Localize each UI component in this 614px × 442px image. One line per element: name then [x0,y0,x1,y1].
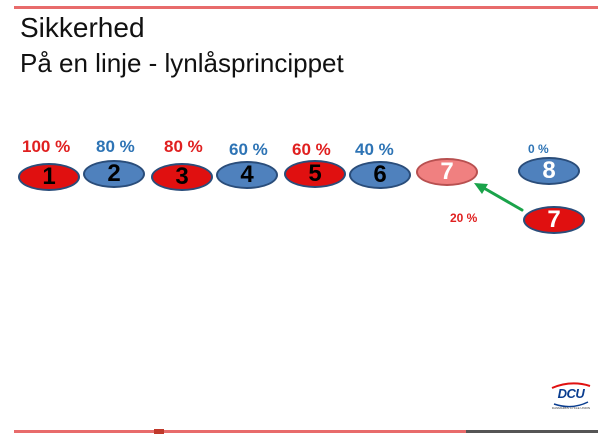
rider-5-percent: 60 % [292,140,331,159]
rider-7-slot: 7 [416,158,478,186]
logo-swoosh-icon [551,382,591,408]
slide-subtitle: På en linje - lynlåsprincippet [20,48,344,78]
logo-subtext: DANMARKS CYKLE UNION [551,406,591,410]
bottom-bar-tick [154,429,164,434]
rider-4-percent: 60 % [229,140,268,159]
rider-3: 3 [151,163,213,191]
rider-5: 5 [284,160,346,188]
rider-8: 8 [518,157,580,185]
logo-text: DCU [557,386,585,401]
merge-arrow-icon [474,183,524,212]
rider-1: 1 [18,163,80,191]
rider-2: 2 [83,160,145,188]
slide-title: Sikkerhed [20,12,145,43]
rider-7-joining: 7 [523,206,585,234]
bottom-accent-bar [14,429,466,434]
bottom-grey-bar [466,430,598,433]
dcu-logo: DCU DANMARKS CYKLE UNION [548,380,594,418]
top-accent-bar [14,6,598,9]
rider-1-percent: 100 % [22,137,71,156]
rider-2-percent: 80 % [96,137,135,156]
rider-8-percent: 0 % [528,142,549,156]
rider-6: 6 [349,161,411,189]
joining-rider-percent: 20 % [450,211,478,225]
rider-4: 4 [216,161,278,189]
rider-6-percent: 40 % [355,140,394,159]
rider-3-percent: 80 % [164,137,203,156]
